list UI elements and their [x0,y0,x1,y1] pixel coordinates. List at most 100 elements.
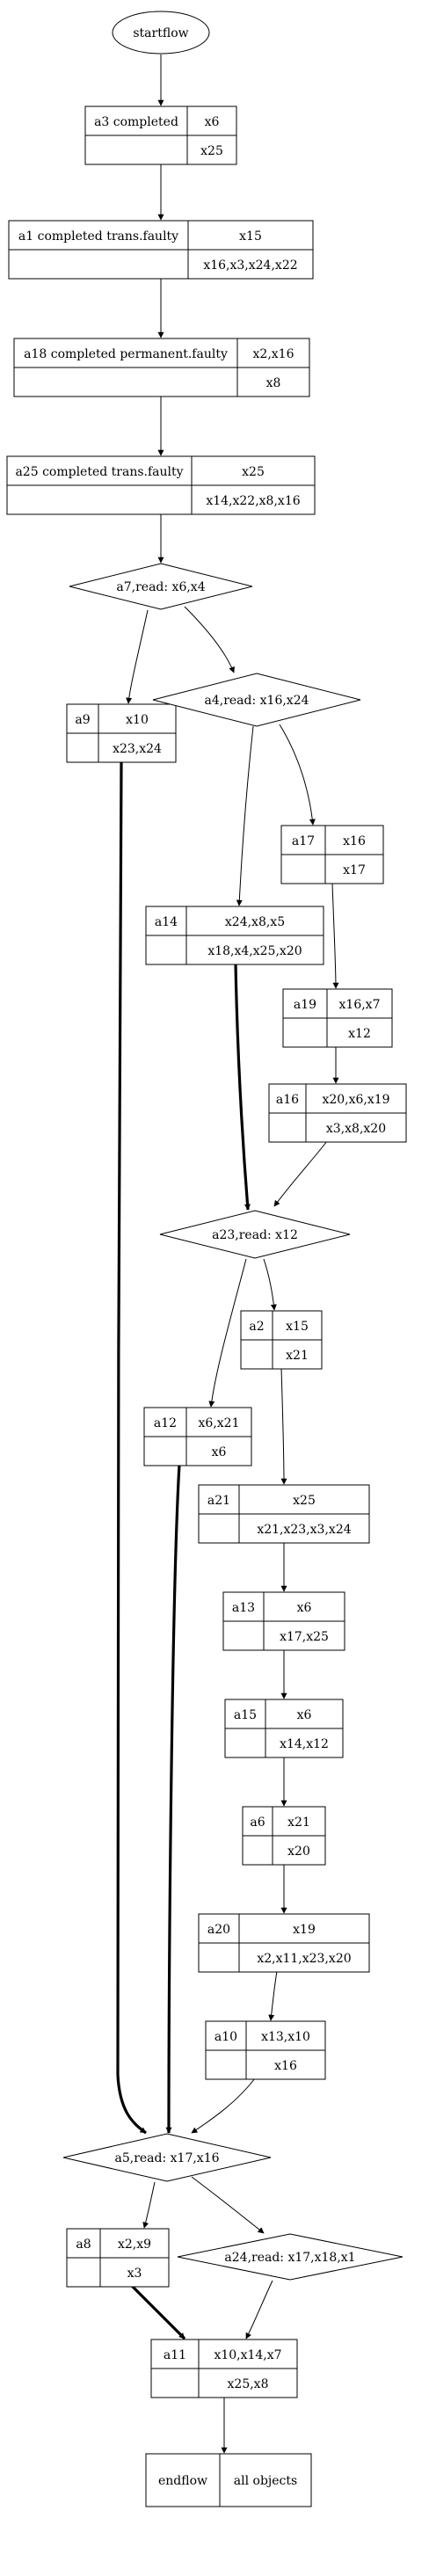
edge-a5-a8 [142,2181,156,2229]
edge-a20-a10 [268,1970,278,2021]
edge-a8-a11 [130,2284,186,2340]
record-a20-in: x19 [293,1923,316,1937]
end-label: endflow [158,2474,207,2488]
record-a19: a19 x16,x7 x12 [282,988,393,1048]
record-a8-in: x2,x9 [118,2238,151,2252]
record-a8-label: a8 [76,2238,91,2252]
decision-a7-label: a7,read: x6,x4 [116,580,205,594]
record-a21-label: a21 [207,1494,230,1508]
record-a15-in: x6 [297,1708,312,1722]
record-a8: a8 x2,x9 x3 [66,2228,170,2288]
record-a11: a11 x10,x14,x7 x25,x8 [150,2339,298,2398]
record-a18-out: x8 [266,376,281,390]
record-a8-out: x3 [127,2267,142,2281]
record-a18-in: x2,x16 [253,347,294,361]
record-a6-out: x20 [287,1845,310,1859]
decision-a23: a23,read: x12 [159,1210,351,1259]
record-a20: a20 x19 x2,x11,x23,x20 [198,1913,370,1973]
edge-a7-a4 [184,606,235,673]
record-a14-in: x24,x8,x5 [225,915,285,929]
record-a2-in: x15 [286,1320,309,1334]
record-a11-in: x10,x14,x7 [214,2348,281,2362]
record-a3: a3 completed x6 x25 [84,106,237,165]
record-a14: a14 x24,x8,x5 x18,x4,x25,x20 [145,906,324,965]
record-a25: a25 completed trans.faulty x25 x14,x22,x… [6,455,316,515]
edge-a23-a2 [263,1258,277,1311]
edge-a2-a21 [280,1367,287,1485]
record-a6-label: a6 [250,1816,265,1830]
edge-a23-a12 [208,1258,247,1408]
record-a2-out: x21 [286,1349,309,1363]
record-a21-in: x25 [293,1494,316,1508]
record-a3-out: x25 [200,144,223,158]
edge-a24-a11 [245,2280,273,2340]
record-a6-in: x21 [287,1816,310,1830]
decision-a24-label: a24,read: x17,x18,x1 [224,2251,355,2265]
record-a15-out: x14,x12 [280,1737,329,1751]
record-a18: a18 completed permanent.faulty x2,x16 x8 [13,338,310,397]
record-a10-label: a10 [214,2030,237,2044]
decision-a23-label: a23,read: x12 [212,1228,298,1242]
record-a10-in: x13,x10 [261,2030,310,2044]
edge-a9-a5 [115,760,147,2135]
record-a20-out: x2,x11,x23,x20 [257,1952,351,1966]
decision-a4-label: a4,read: x16,x24 [204,694,309,708]
edge-a14-a23 [234,963,251,1211]
record-a17-out: x17 [343,863,366,877]
record-a15-label: a15 [234,1708,257,1722]
end-node: endflow all objects [145,2453,312,2507]
edge-a12-a5 [165,1464,181,2134]
record-a21: a21 x25 x21,x23,x3,x24 [198,1484,370,1544]
record-a16-out: x3,x8,x20 [326,1122,386,1136]
record-a25-in: x25 [242,465,265,479]
record-a21-out: x21,x23,x3,x24 [257,1523,351,1537]
edge-a4-a17 [279,724,316,826]
record-a9-out: x23,x24 [113,742,162,756]
record-a16-label: a16 [276,1093,299,1107]
record-a13-in: x6 [297,1601,312,1615]
record-a19-in: x16,x7 [339,998,381,1012]
record-a25-label: a25 completed trans.faulty [15,465,183,479]
edge-a17-a19 [331,882,339,989]
record-a13-label: a13 [232,1601,255,1615]
record-a16: a16 x20,x6,x19 x3,x8,x20 [268,1083,407,1143]
record-a1-label: a1 completed trans.faulty [18,229,178,244]
edges [115,55,339,2454]
record-a9: a9 x10 x23,x24 [66,703,177,763]
edge-a5-a24 [191,2176,265,2234]
start-label: startflow [133,26,188,40]
record-a11-out: x25,x8 [228,2377,269,2391]
end-objects: all objects [234,2474,297,2488]
record-a11-label: a11 [164,2348,186,2362]
record-a19-out: x12 [348,1027,371,1041]
record-a16-in: x20,x6,x19 [322,1093,389,1107]
record-a12-out: x6 [212,1445,227,1459]
record-a1-in: x15 [239,229,262,244]
record-a14-label: a14 [155,915,178,929]
record-a9-label: a9 [75,713,90,727]
record-a12-label: a12 [154,1416,177,1430]
record-a1-out: x16,x3,x24,x22 [203,258,297,273]
record-a17: a17 x16 x17 [280,825,384,884]
record-a25-out: x14,x22,x8,x16 [206,494,300,508]
decision-a7: a7,read: x6,x4 [69,563,253,610]
record-a14-out: x18,x4,x25,x20 [207,944,302,958]
decision-a4: a4,read: x16,x24 [152,673,361,727]
record-a17-in: x16 [343,834,366,848]
record-a15: a15 x6 x14,x12 [224,1699,344,1758]
record-a19-label: a19 [294,998,316,1012]
edge-a10-a5 [191,2078,256,2134]
start-node: startflow [112,11,210,55]
record-a6: a6 x21 x20 [242,1806,326,1866]
decision-a5-label: a5,read: x17,x16 [114,2151,219,2165]
record-a18-label: a18 completed permanent.faulty [24,347,228,361]
edge-a7-a9 [126,609,149,704]
record-a1: a1 completed trans.faulty x15 x16,x3,x24… [8,220,314,280]
record-a3-label: a3 completed [94,115,178,129]
record-a12-in: x6,x21 [199,1416,240,1430]
record-a20-label: a20 [207,1923,230,1937]
record-a10-out: x16 [274,2059,297,2073]
edge-a16-a23 [273,1140,328,1207]
record-a2: a2 x15 x21 [240,1310,323,1370]
